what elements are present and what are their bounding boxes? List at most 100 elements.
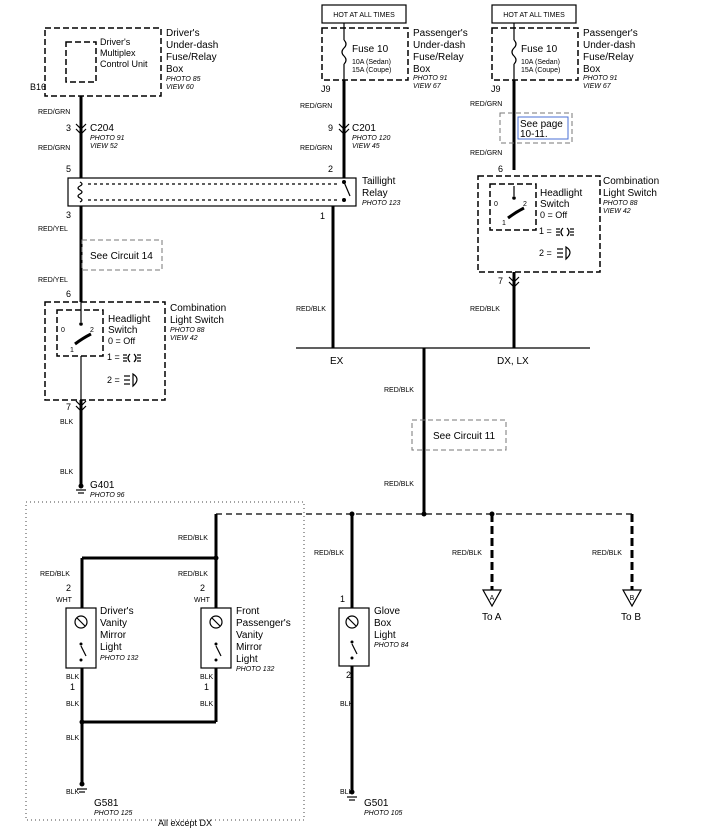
pass-mirror-name-1: Front <box>236 606 260 617</box>
relay-pin-out: 1 <box>320 211 325 221</box>
switch-right-pin-in: 6 <box>498 164 503 174</box>
pass-box-right-view: VIEW 67 <box>583 83 612 90</box>
c204-pin-top: 3 <box>66 123 71 133</box>
drv-mirror-pin-bottom: 1 <box>70 682 75 692</box>
wire-label-red-blk-right: RED/BLK <box>470 306 500 313</box>
pass-box-right-title-1: Passenger's <box>583 28 638 39</box>
relay-pin-left: 3 <box>66 210 71 220</box>
glove-pin-top: 1 <box>340 594 345 604</box>
drv-mirror-name-2: Vanity <box>100 618 127 629</box>
c201-label: C201 <box>352 123 376 134</box>
bus-dxlx-label: DX, LX <box>497 356 529 367</box>
wire-label-red-blk-a: RED/BLK <box>452 550 482 557</box>
sw-left-c0: 0 <box>61 327 65 334</box>
hot-label-left-text: HOT AT ALL TIMES <box>333 12 395 19</box>
see-circuit-11-text[interactable]: See Circuit 11 <box>433 431 496 442</box>
combination-light-switch-left: 0 2 1 Headlight Switch 0 = Off 1 = 2 = C… <box>44 301 226 401</box>
to-b-connector[interactable]: B To B <box>621 589 643 623</box>
wire-label-red-blk-glove: RED/BLK <box>314 550 344 557</box>
parking-light-icon <box>556 227 574 237</box>
glove-pin-bottom: 2 <box>346 670 351 680</box>
drv-mirror-pin-top: 2 <box>66 583 71 593</box>
right-column-wires: RED/GRN RED/GRN 6 7 RED/BLK <box>470 80 520 348</box>
wire-label-blk-1: BLK <box>60 419 74 426</box>
wire-label-red-blk-drv: RED/BLK <box>40 571 70 578</box>
sw-left-photo: PHOTO 88 <box>170 327 205 334</box>
mpcu-name-line2: Multiplex <box>100 48 136 58</box>
middle-column-wires: RED/GRN 9 C201 PHOTO 120 VIEW 45 RED/GRN… <box>296 80 390 348</box>
sw-right-title-2: Light Switch <box>603 188 657 199</box>
pass-box-right-title-3: Fuse/Relay <box>583 52 634 63</box>
sw-left-off: 0 = Off <box>108 336 136 346</box>
sw-left-c1: 1 <box>70 347 74 354</box>
sw-right-view: VIEW 42 <box>603 208 631 215</box>
wire-label-blk-2: BLK <box>60 469 74 476</box>
drv-mirror-photo: PHOTO 132 <box>100 655 138 662</box>
pass-mirror-photo: PHOTO 132 <box>236 666 274 673</box>
c201-pin-top: 9 <box>328 123 333 133</box>
see-circuit-14-text[interactable]: See Circuit 14 <box>90 251 153 262</box>
headlight-icon <box>557 245 571 261</box>
ex-dxlx-bus: EX DX, LX RED/BLK RED/BLK <box>296 347 590 514</box>
wire-label-red-grn-1: RED/GRN <box>38 109 70 116</box>
g401-label: G401 <box>90 480 115 491</box>
wire-label-blk-drv-2: BLK <box>66 701 80 708</box>
sw-left-name-1: Headlight <box>108 314 150 325</box>
relay-photo: PHOTO 123 <box>362 200 400 207</box>
pass-box-right-photo: PHOTO 91 <box>583 75 618 82</box>
c204-photo: PHOTO 91 <box>90 135 125 142</box>
passenger-fuse-box-right: Fuse 10 10A (Sedan) 15A (Coupe) Passenge… <box>491 23 638 94</box>
hot-label-right-text: HOT AT ALL TIMES <box>503 12 565 19</box>
combination-light-switch-right: 0 2 1 Headlight Switch 0 = Off 1 = 2 = C… <box>477 175 659 273</box>
sw-right-off: 0 = Off <box>540 210 568 220</box>
to-a-label[interactable]: To A <box>482 612 502 623</box>
to-b-label[interactable]: To B <box>621 612 641 623</box>
mpcu-pin: B16 <box>30 82 46 92</box>
glove-name-2: Box <box>374 618 391 629</box>
under-dash-view: VIEW 60 <box>166 84 194 91</box>
see-page-text-1[interactable]: See page <box>520 119 563 130</box>
under-dash-title-3: Fuse/Relay <box>166 52 217 63</box>
g401-photo: PHOTO 96 <box>90 492 125 499</box>
c204-view: VIEW 52 <box>90 143 118 150</box>
sw-right-c1: 1 <box>502 220 506 227</box>
switch-left-pin-out: 7 <box>66 402 71 412</box>
c201-pin-bottom: 2 <box>328 164 333 174</box>
c201-view: VIEW 45 <box>352 143 380 150</box>
see-page-box[interactable]: See page 10-11. <box>499 112 573 144</box>
fuse10-right-rating2: 15A (Coupe) <box>521 67 560 74</box>
drv-mirror-name-1: Driver's <box>100 606 134 617</box>
pass-box-mid-title-2: Under-dash <box>413 40 465 51</box>
parking-light-icon <box>123 353 141 363</box>
g501-label: G501 <box>364 798 389 809</box>
see-circuit-14-box[interactable]: See Circuit 14 <box>81 239 163 271</box>
sw-right-name-2: Switch <box>540 199 569 210</box>
see-page-text-2[interactable]: 10-11. <box>520 129 548 140</box>
pass-box-right-title-4: Box <box>583 64 600 75</box>
vanity-mirror-wiring: RED/BLK RED/BLK 2 2 WHT WHT BLK BLK 1 1 … <box>40 555 219 796</box>
pass-box-mid-title-4: Box <box>413 64 430 75</box>
bus-ex-label: EX <box>330 356 344 367</box>
to-a-connector[interactable]: A To A <box>481 589 503 623</box>
wire-label-red-blk-pass-2: RED/BLK <box>178 571 208 578</box>
sw-left-title-1: Combination <box>170 303 226 314</box>
c204-label: C204 <box>90 123 114 134</box>
sw-left-name-2: Switch <box>108 325 137 336</box>
fuse10-middle-rating2: 15A (Coupe) <box>352 67 391 74</box>
hot-label-left: HOT AT ALL TIMES <box>321 4 407 24</box>
mpcu-name-line1: Driver's <box>100 37 131 47</box>
bottom-distribution: RED/BLK RED/BLK RED/BLK RED/BLK <box>178 511 634 608</box>
wire-label-blk-glove-2: BLK <box>340 789 354 796</box>
under-dash-title-1: Driver's <box>166 28 200 39</box>
sw-right-name-1: Headlight <box>540 188 582 199</box>
g581-photo: PHOTO 125 <box>94 810 132 817</box>
wire-label-blk-glove-1: BLK <box>340 701 354 708</box>
under-dash-title-2: Under-dash <box>166 40 218 51</box>
wire-label-red-blk-b: RED/BLK <box>592 550 622 557</box>
ground-g581: G581 PHOTO 125 <box>77 781 132 817</box>
see-circuit-11-box[interactable]: See Circuit 11 <box>411 419 507 451</box>
taillight-relay: Taillight Relay PHOTO 123 <box>67 176 400 207</box>
g581-label: G581 <box>94 798 119 809</box>
sw-right-title-1: Combination <box>603 176 659 187</box>
wire-label-red-blk-bus-2: RED/BLK <box>384 481 414 488</box>
